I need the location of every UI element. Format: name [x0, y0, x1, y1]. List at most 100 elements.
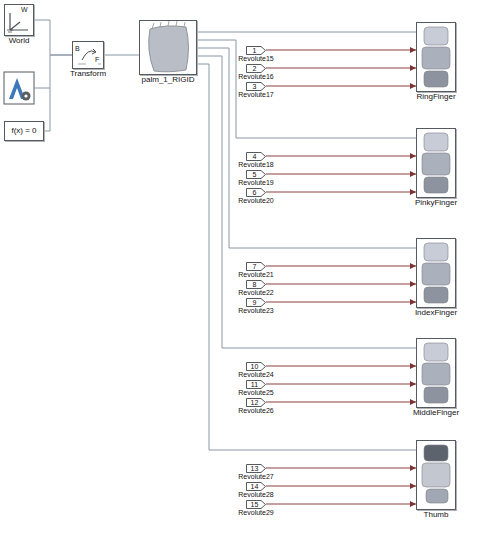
port-number: 1: [246, 46, 263, 55]
physical-block: World: [4, 4, 34, 36]
mechanism-config-icon: [4, 72, 50, 104]
port-number: 12: [246, 398, 263, 407]
port-number: 14: [246, 482, 263, 491]
port-number: 2: [246, 64, 263, 73]
physical-connection: [197, 48, 416, 248]
signal-line: [266, 402, 416, 403]
port-number: 8: [246, 280, 263, 289]
signal-name: Revolute15: [238, 55, 273, 63]
signal-name: Revolute23: [238, 307, 273, 315]
from-tag-block: 5Revolute19: [246, 170, 266, 179]
finger-segment: [424, 387, 448, 403]
finger-segment: [424, 287, 448, 303]
physical-connection: [44, 55, 72, 131]
signal-name: Revolute26: [238, 407, 273, 415]
signal-line: [266, 504, 416, 505]
signal-line: [266, 86, 416, 87]
finger-segment: [424, 133, 448, 151]
block-name: IndexFinger: [415, 307, 457, 318]
signal-line: [266, 50, 416, 51]
finger-segment: [422, 153, 450, 175]
palm-illustration: [149, 21, 189, 72]
finger-segment: [424, 445, 448, 461]
signal-line: [266, 302, 416, 303]
signal-line: [266, 192, 416, 193]
from-tag-shape: [247, 482, 266, 490]
port-number: 9: [246, 298, 263, 307]
signal-name: Revolute21: [238, 271, 273, 279]
finger-segment: [426, 489, 448, 503]
signal-name: Revolute19: [238, 179, 273, 187]
from-tag-block: 13Revolute27: [246, 464, 266, 473]
signal-name: Revolute28: [238, 491, 273, 499]
physical-block: palm_1_RIGID: [139, 20, 197, 75]
from-tag-block: 6Revolute20: [246, 188, 266, 197]
from-tag-shape: [247, 82, 266, 90]
finger-segment: [422, 463, 450, 487]
physical-connection: [197, 40, 416, 138]
signal-name: Revolute17: [238, 91, 273, 99]
block-name: World: [9, 35, 30, 46]
signal-line: [266, 468, 416, 469]
physical-connection: [104, 55, 139, 56]
from-tag-block: 9Revolute23: [246, 298, 266, 307]
finger-segment: [424, 343, 448, 361]
block-name: f(x) = 0: [5, 126, 43, 136]
signal-name: Revolute25: [238, 389, 273, 397]
from-tag-block: 4Revolute18: [246, 152, 266, 161]
physical-connection: [197, 56, 416, 348]
from-tag-block: 12Revolute26: [246, 398, 266, 407]
finger-segment: [424, 243, 448, 261]
signal-line: [266, 68, 416, 69]
from-tag-block: 7Revolute21: [246, 262, 266, 271]
from-tag-shape: [247, 362, 266, 370]
finger-segment: [424, 27, 448, 45]
signal-line: [266, 156, 416, 157]
port-number: 10: [246, 362, 263, 371]
icon-letter: W: [21, 6, 28, 14]
port-number: 7: [246, 262, 263, 271]
solver-block: f(x) = 0: [4, 121, 44, 141]
finger-segment: [424, 71, 448, 87]
from-tag-shape: [247, 170, 266, 178]
port-number: 3: [246, 82, 263, 91]
from-tag-block: 3Revolute17: [246, 82, 266, 91]
signal-name: Revolute24: [238, 371, 273, 379]
from-tag-shape: [247, 380, 266, 388]
signal-name: Revolute22: [238, 289, 273, 297]
from-tag-shape: [247, 152, 266, 160]
signal-name: Revolute20: [238, 197, 273, 205]
from-tag-shape: [247, 64, 266, 72]
signal-name: Revolute16: [238, 73, 273, 81]
finger-subsystem: RingFinger: [416, 22, 456, 92]
from-tag-block: 15Revolute29: [246, 500, 266, 509]
from-tag-shape: [247, 500, 266, 508]
icon-letter: F: [95, 56, 99, 64]
port-number: 11: [246, 380, 263, 389]
from-tag-shape: [247, 280, 266, 288]
from-tag-shape: [247, 464, 266, 472]
physical-connection: [197, 32, 416, 33]
transform-icon: [78, 49, 101, 64]
from-tag-shape: [247, 262, 266, 270]
from-tag-block: 8Revolute22: [246, 280, 266, 289]
from-tag-block: 1Revolute15: [246, 46, 266, 55]
port-number: 13: [246, 464, 263, 473]
finger-subsystem: IndexFinger: [416, 238, 456, 308]
signal-line: [266, 174, 416, 175]
block-name: palm_1_RIGID: [142, 74, 195, 85]
finger-subsystem: MiddleFinger: [416, 338, 456, 408]
block-name: Thumb: [424, 509, 449, 520]
signal-line: [266, 366, 416, 367]
finger-subsystem: PinkyFinger: [416, 128, 456, 198]
finger-subsystem: Thumb: [416, 440, 456, 510]
physical-connection: [197, 64, 416, 450]
signal-line: [266, 266, 416, 267]
signal-name: Revolute18: [238, 161, 273, 169]
finger-segment: [422, 363, 450, 385]
from-tag-block: 11Revolute25: [246, 380, 266, 389]
icon-letter: B: [75, 45, 80, 53]
world-icon: [7, 13, 28, 32]
from-tag-shape: [247, 298, 266, 306]
port-number: 15: [246, 500, 263, 509]
